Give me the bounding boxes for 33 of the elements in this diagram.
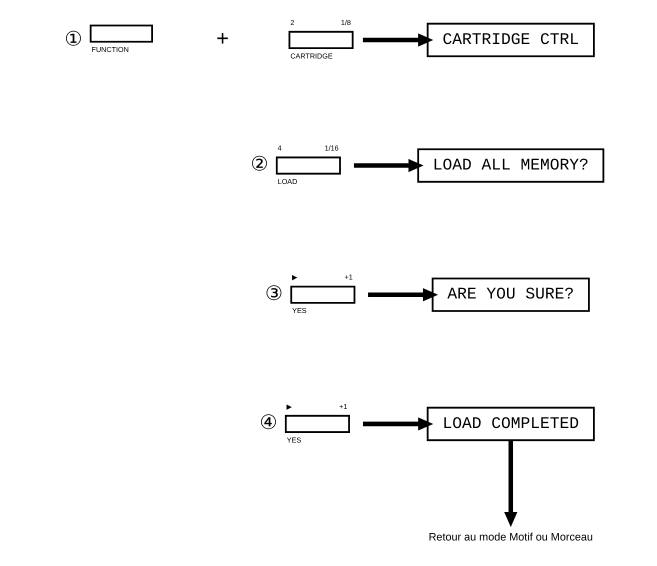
arrow	[368, 288, 438, 302]
node-box	[288, 30, 354, 49]
node-box	[276, 156, 341, 175]
node-label: CARTRIDGE	[290, 51, 333, 60]
node-label: ▶	[292, 272, 298, 282]
node-box: ARE YOU SURE?	[432, 278, 590, 312]
arrow	[362, 33, 434, 47]
node-label: ④	[260, 412, 278, 434]
node-label: YES	[286, 435, 302, 444]
node-box	[284, 414, 350, 433]
node-label: YES	[292, 306, 307, 316]
node-label: ③	[265, 282, 284, 305]
node-box	[290, 286, 356, 304]
node-label: 4	[278, 144, 282, 153]
node-label: 1/16	[324, 144, 339, 153]
node-box	[90, 24, 153, 43]
arrow	[504, 440, 518, 528]
label: +	[216, 26, 229, 51]
arrow	[354, 158, 424, 172]
node-label: LOAD	[278, 176, 298, 186]
node-label: FUNCTION	[92, 45, 129, 54]
node-label: +1	[339, 402, 348, 411]
node-label: +1	[344, 272, 353, 282]
node-label: 2	[290, 18, 294, 27]
node-box: CARTRIDGE CTRL	[426, 22, 595, 58]
arrow	[362, 417, 434, 431]
node-label: 1/8	[340, 18, 351, 27]
node-label: ②	[250, 154, 269, 176]
node-label: ▶	[286, 402, 292, 411]
node-box: LOAD COMPLETED	[426, 406, 595, 442]
node-label: ①	[64, 28, 82, 50]
node-text: Retour au mode Motif ou Morceau	[428, 532, 593, 544]
node-box: LOAD ALL MEMORY?	[417, 148, 604, 183]
